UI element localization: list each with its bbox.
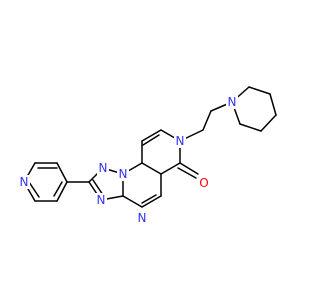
atom-o-carbonyl: O [198, 176, 210, 190]
atom-n-pyrimidine: N [136, 211, 148, 225]
atom-n-triazole-2-label: N [99, 161, 108, 175]
atom-o-carbonyl-label: O [199, 176, 208, 190]
atom-n-lactam: N [174, 134, 186, 148]
atom-n-triazole-4-label: N [97, 193, 106, 207]
atom-n-triazole-2: N [97, 161, 109, 175]
structure-diagram: N N O N N N N N [18, 86, 277, 225]
atom-n-piperidine-label: N [228, 95, 237, 109]
atom-n-triazole-1: N [117, 167, 129, 181]
atom-n-lactam-label: N [176, 134, 185, 148]
atom-n-triazole-4: N [95, 193, 107, 207]
atom-n-pyrimidine-label: N [138, 211, 147, 225]
atom-n-piperidine: N [226, 95, 238, 109]
atom-labels: N N O N N N N N [18, 95, 238, 225]
bond-lines [23, 86, 277, 208]
atom-n-triazole-1-label: N [119, 167, 128, 181]
atom-n-pyridine: N [18, 175, 30, 189]
atom-n-pyridine-label: N [20, 175, 29, 189]
